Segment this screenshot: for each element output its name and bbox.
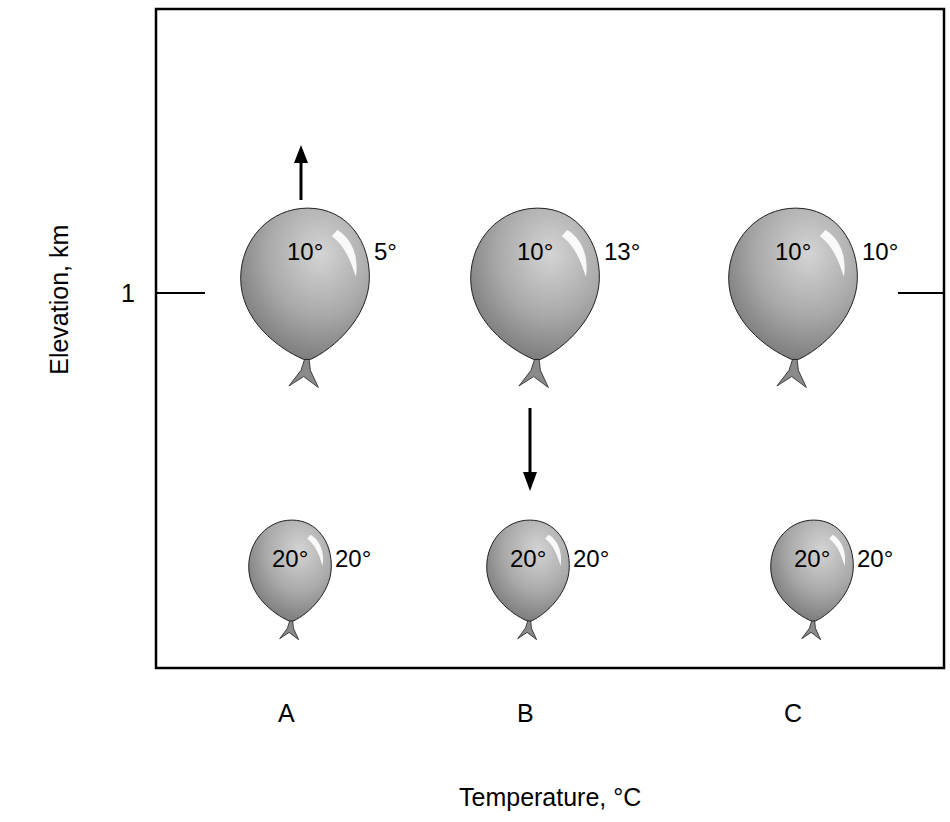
balloon-shape (247, 518, 333, 648)
tick-mark (156, 292, 205, 294)
arrow-head (523, 472, 537, 491)
air-balloon: 10°5° (238, 205, 372, 400)
column-label: B (517, 700, 534, 728)
parcel-temperature: 20° (794, 546, 830, 572)
parcel-temperature: 20° (510, 546, 546, 572)
air-temperature: 10° (862, 239, 898, 265)
balloon-shape (238, 205, 372, 400)
balloon-shape (769, 518, 855, 648)
air-temperature: 20° (573, 546, 609, 572)
air-balloon: 10°10° (726, 205, 860, 400)
parcel-temperature: 20° (272, 546, 308, 572)
parcel-temperature: 10° (775, 239, 811, 265)
air-balloon: 20°20° (769, 518, 855, 648)
air-temperature: 20° (857, 546, 893, 572)
air-temperature: 13° (604, 239, 640, 265)
air-balloon: 20°20° (247, 518, 333, 648)
column-label: C (784, 700, 802, 728)
air-balloon: 20°20° (485, 518, 571, 648)
arrow-head (294, 145, 308, 163)
axis-title: Elevation, km (46, 225, 74, 375)
rising-arrow (300, 160, 303, 200)
axis-title: Temperature, °C (459, 784, 641, 812)
parcel-temperature: 10° (517, 239, 553, 265)
tick-mark (898, 292, 944, 294)
air-temperature: 20° (335, 546, 371, 572)
air-temperature: 5° (374, 239, 397, 265)
column-label: A (278, 700, 295, 728)
air-balloon: 10°13° (468, 205, 602, 400)
tick-label: 1 (121, 280, 135, 308)
balloon-shape (726, 205, 860, 400)
plot-border (156, 9, 944, 668)
parcel-temperature: 10° (287, 239, 323, 265)
sinking-arrow (529, 408, 532, 475)
balloon-shape (468, 205, 602, 400)
balloon-shape (485, 518, 571, 648)
